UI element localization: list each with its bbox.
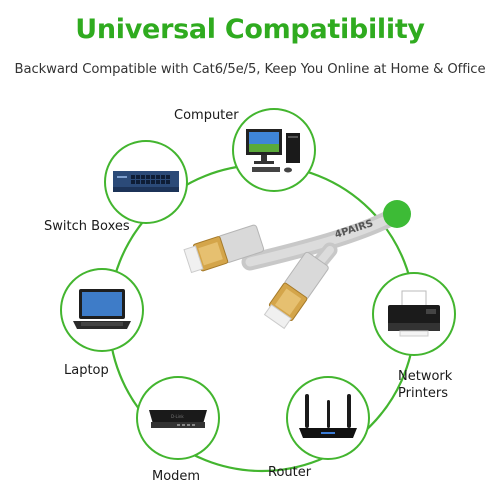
computer-node	[232, 108, 316, 192]
network-switch-icon	[113, 171, 179, 192]
page-title: Universal Compatibility	[75, 14, 425, 45]
printer-label-line2: Printers	[398, 386, 449, 401]
modem-label: Modem	[152, 469, 201, 484]
computer-icon	[246, 129, 300, 173]
router-label: Router	[268, 465, 312, 480]
laptop-node	[60, 268, 144, 352]
switch-node	[104, 140, 188, 224]
laptop-label: Laptop	[64, 363, 109, 378]
modem-node: D-Link	[136, 376, 220, 460]
svg-text:D-Link: D-Link	[171, 414, 184, 419]
printer-label-line1: Network	[398, 369, 453, 384]
modem-icon: D-Link	[149, 410, 207, 428]
printer-label: Network Printers	[398, 368, 452, 402]
page-subtitle: Backward Compatible with Cat6/5e/5, Keep…	[14, 62, 486, 77]
computer-label: Computer	[174, 108, 239, 123]
laptop-icon	[73, 289, 131, 329]
switch-label: Switch Boxes	[44, 219, 130, 234]
router-icon	[299, 394, 357, 438]
router-node	[286, 376, 370, 460]
ethernet-cable-icon: 4PAIRS	[183, 205, 407, 330]
printer-icon	[388, 290, 440, 337]
printer-node	[372, 272, 456, 356]
green-dot	[383, 200, 411, 228]
